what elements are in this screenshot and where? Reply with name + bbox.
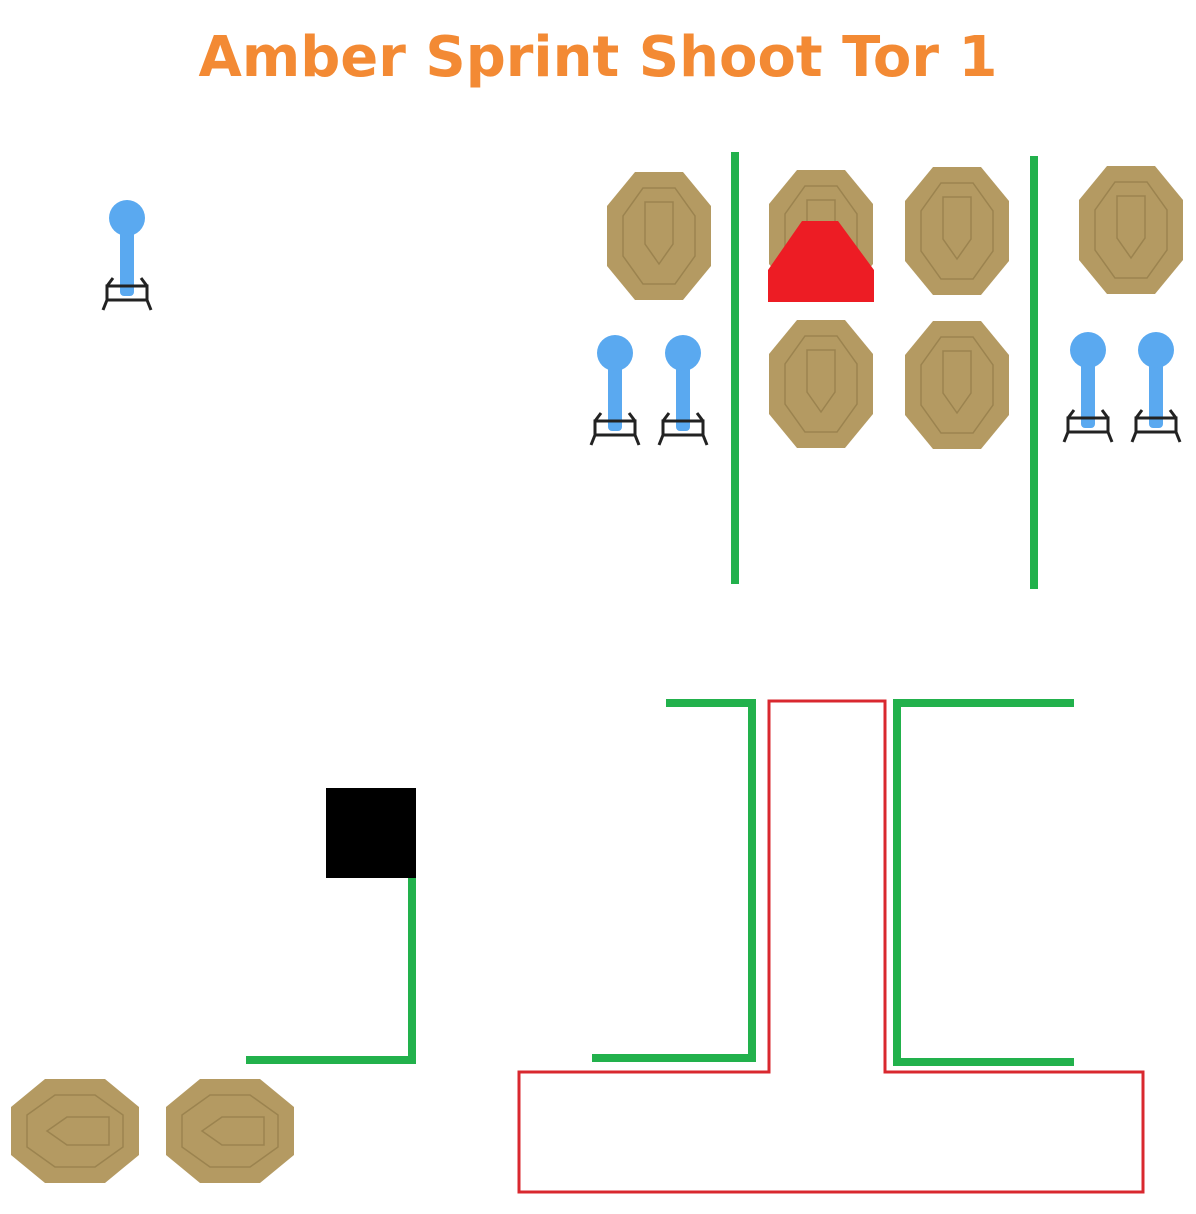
paper-target <box>10 1078 140 1184</box>
paper-target <box>904 166 1010 296</box>
wall <box>893 699 1074 1066</box>
paper-target <box>1078 165 1184 295</box>
wall <box>592 699 756 1062</box>
steel-popper <box>101 198 153 312</box>
stage-title: Amber Sprint Shoot Tor 1 <box>198 25 998 90</box>
start-box <box>326 788 416 878</box>
walls <box>246 152 1074 1066</box>
paper-target <box>904 320 1010 450</box>
steel-popper <box>1130 330 1182 444</box>
paper-targets <box>10 165 1184 1184</box>
no-shoot-target <box>768 221 874 302</box>
paper-target <box>768 319 874 449</box>
steel-popper <box>589 333 641 447</box>
paper-target <box>165 1078 295 1184</box>
paper-target <box>606 171 712 301</box>
steel-popper <box>657 333 709 447</box>
steel-popper <box>1062 330 1114 444</box>
wall <box>246 878 416 1064</box>
shooting-area-outline <box>517 699 1145 1194</box>
